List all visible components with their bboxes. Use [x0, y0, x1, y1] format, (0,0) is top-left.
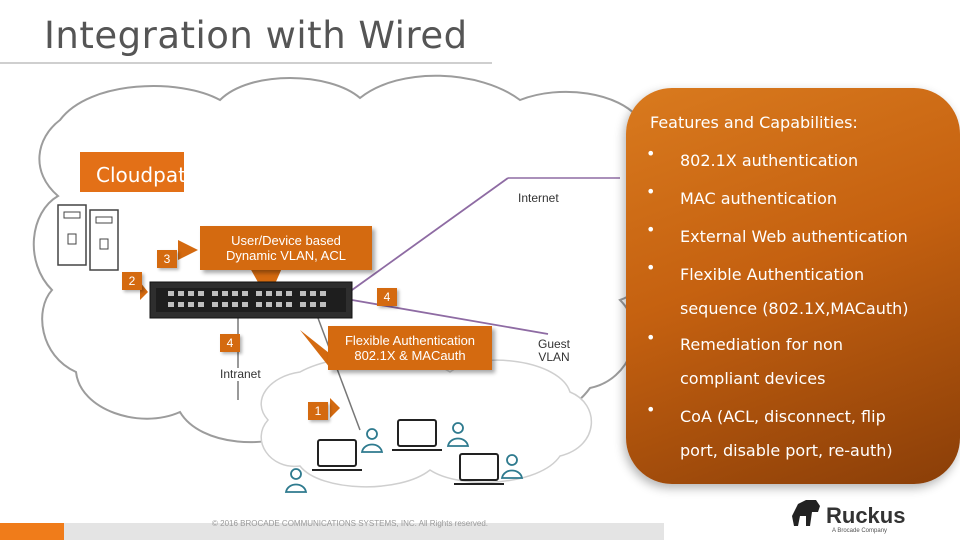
- ruckus-brand: Ruckus: [826, 503, 906, 528]
- features-heading: Features and Capabilities:: [650, 113, 858, 132]
- feature-bullet: •: [646, 258, 656, 277]
- client-area-cloud: [260, 355, 593, 488]
- intranet-label: Intranet: [220, 367, 261, 381]
- client-link-line: [317, 317, 361, 431]
- feature-text: sequence (802.1X,MACauth): [680, 299, 909, 318]
- ruckus-tagline: A Brocade Company: [832, 528, 888, 534]
- flexible-auth-callout: Flexible Authentication 802.1X & MACauth: [328, 326, 492, 370]
- feature-text: compliant devices: [680, 369, 826, 388]
- footer-accent-bar: [0, 523, 64, 540]
- feature-text: External Web authentication: [680, 227, 908, 246]
- step-3-arrow: [178, 240, 198, 260]
- user-icon: [446, 422, 470, 447]
- feature-text: MAC authentication: [680, 189, 838, 208]
- feature-bullet: •: [646, 220, 656, 239]
- step-number-4-uplink: 4: [377, 288, 397, 306]
- feature-text: CoA (ACL, disconnect, flip: [680, 407, 886, 426]
- cloudpath-logo-text: Cloudpath: [96, 163, 199, 187]
- step-number-4-intranet: 4: [220, 334, 240, 352]
- feature-bullet: •: [646, 328, 656, 347]
- step-number-1: 1: [308, 402, 328, 420]
- server-left-icon: [57, 204, 87, 266]
- feature-text: port, disable port, re-auth): [680, 441, 893, 460]
- user-icon: [500, 454, 524, 479]
- feature-bullet: •: [646, 182, 656, 201]
- footer-band: [64, 523, 664, 540]
- guest-vlan-label: Guest VLAN: [538, 337, 571, 364]
- feature-text: 802.1X authentication: [680, 151, 859, 170]
- network-switch-icon: [149, 281, 353, 319]
- user-icon: [284, 468, 308, 493]
- uplink-internet-line: [351, 177, 509, 291]
- step-number-3: 3: [157, 250, 177, 268]
- cloudpath-logo: [80, 152, 184, 192]
- laptop-icon: [392, 419, 442, 451]
- feature-text: Remediation for non: [680, 335, 843, 354]
- feature-text: Flexible Authentication: [680, 265, 865, 284]
- footer-copyright: © 2016 BROCADE COMMUNICATIONS SYSTEMS, I…: [212, 519, 489, 528]
- internet-label: Internet: [518, 191, 559, 205]
- user-icon: [360, 428, 384, 453]
- feature-bullet: •: [646, 400, 656, 419]
- laptop-icon: [454, 453, 504, 485]
- laptop-icon: [312, 439, 362, 471]
- user-device-callout: User/Device based Dynamic VLAN, ACL: [200, 226, 372, 270]
- features-panel: [626, 88, 960, 484]
- title-rule: [0, 62, 492, 64]
- feature-bullet: •: [646, 144, 656, 163]
- server-right-icon: [89, 209, 119, 271]
- step-1-arrow: [330, 398, 340, 418]
- step-2-arrow: [140, 282, 148, 300]
- ruckus-dog-logo: [792, 500, 820, 526]
- step-number-2: 2: [122, 272, 142, 290]
- slide-title: Integration with Wired: [44, 14, 468, 57]
